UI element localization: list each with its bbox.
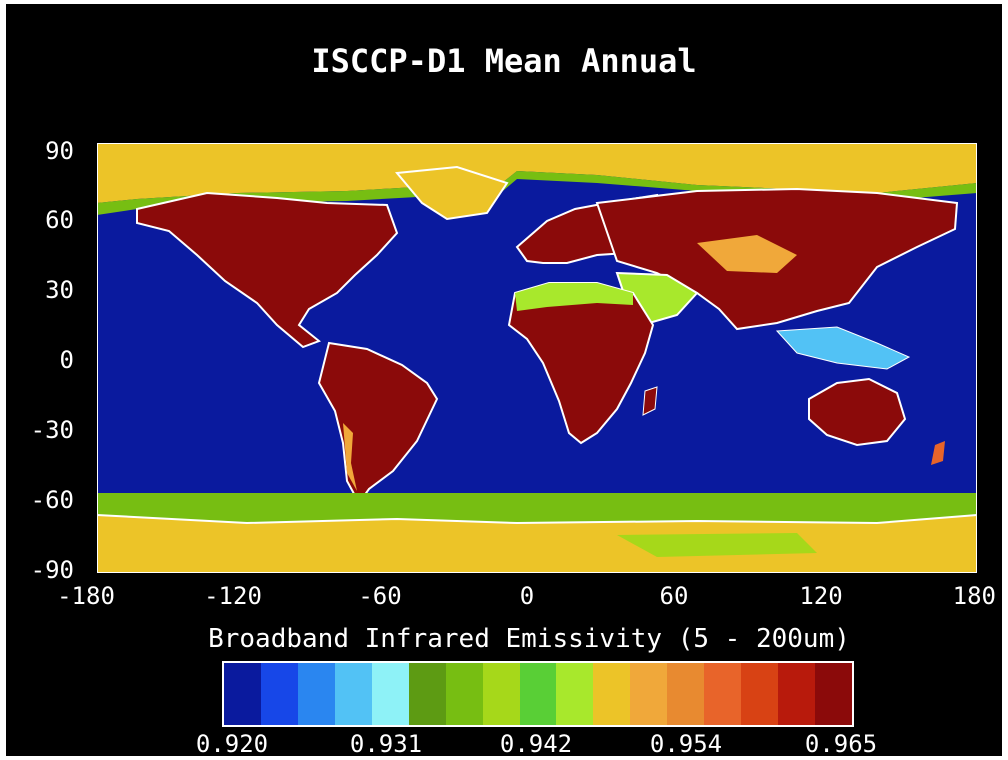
x-tick-label: 60 (659, 582, 689, 610)
y-tick-label: 90 (45, 137, 74, 165)
y-tick-label: -60 (30, 486, 74, 514)
antarctic-plateau (617, 533, 817, 557)
colorbar-swatch (224, 663, 261, 725)
colorbar-swatch (778, 663, 815, 725)
x-tick-label: -180 (57, 582, 115, 610)
colorbar-swatch (519, 663, 557, 725)
colorbar-tick-label: 0.942 (499, 730, 573, 758)
colorbar-swatch (371, 663, 409, 725)
x-tick-label: -120 (204, 582, 262, 610)
x-tick-label: 0 (519, 582, 535, 610)
colorbar-swatch (815, 663, 852, 725)
colorbar-swatch (741, 663, 779, 725)
australia (808, 377, 907, 447)
x-tick-label: -60 (358, 582, 402, 610)
madagascar (642, 386, 658, 416)
north-america (136, 191, 399, 349)
colorbar-swatch (260, 663, 298, 725)
map-title: ISCCP-D1 Mean Annual (311, 42, 697, 80)
colorbar-label: Broadband Infrared Emissivity (5 - 200um… (208, 624, 850, 654)
y-tick-label: 0 (59, 346, 74, 374)
colorbar-swatch (408, 663, 446, 725)
y-tick-label: -30 (30, 416, 74, 444)
colorbar-tick-label: 0.954 (649, 730, 723, 758)
colorbar-swatch (630, 663, 668, 725)
colorbar-swatch (334, 663, 372, 725)
x-tick-label: 180 (952, 582, 996, 610)
colorbar-swatch (593, 663, 631, 725)
andes (343, 423, 357, 491)
x-tick-label: 120 (799, 582, 843, 610)
colorbar-swatch (297, 663, 335, 725)
maritime-continent (775, 326, 911, 370)
sahara (515, 283, 633, 311)
new-zealand (931, 441, 945, 465)
colorbar-swatch (445, 663, 483, 725)
antarctica (97, 513, 977, 573)
arctic-ice (97, 143, 977, 203)
greenland (395, 165, 509, 221)
emissivity-map (97, 143, 977, 573)
southern-ocean-ice (97, 493, 977, 523)
colorbar (222, 661, 854, 727)
colorbar-swatch (556, 663, 594, 725)
colorbar-swatch (667, 663, 705, 725)
figure-frame: ISCCP-D1 Mean Annual 90 60 30 0 -30 -60 … (6, 4, 1002, 758)
tibet-plateau (697, 235, 797, 273)
y-tick-label: -90 (30, 556, 74, 584)
y-tick-label: 60 (45, 206, 74, 234)
y-tick-label: 30 (45, 276, 74, 304)
colorbar-swatch (482, 663, 520, 725)
colorbar-tick-label: 0.920 (195, 730, 269, 758)
colorbar-tick-label: 0.965 (804, 730, 878, 758)
colorbar-swatch (704, 663, 742, 725)
colorbar-tick-label: 0.931 (349, 730, 423, 758)
